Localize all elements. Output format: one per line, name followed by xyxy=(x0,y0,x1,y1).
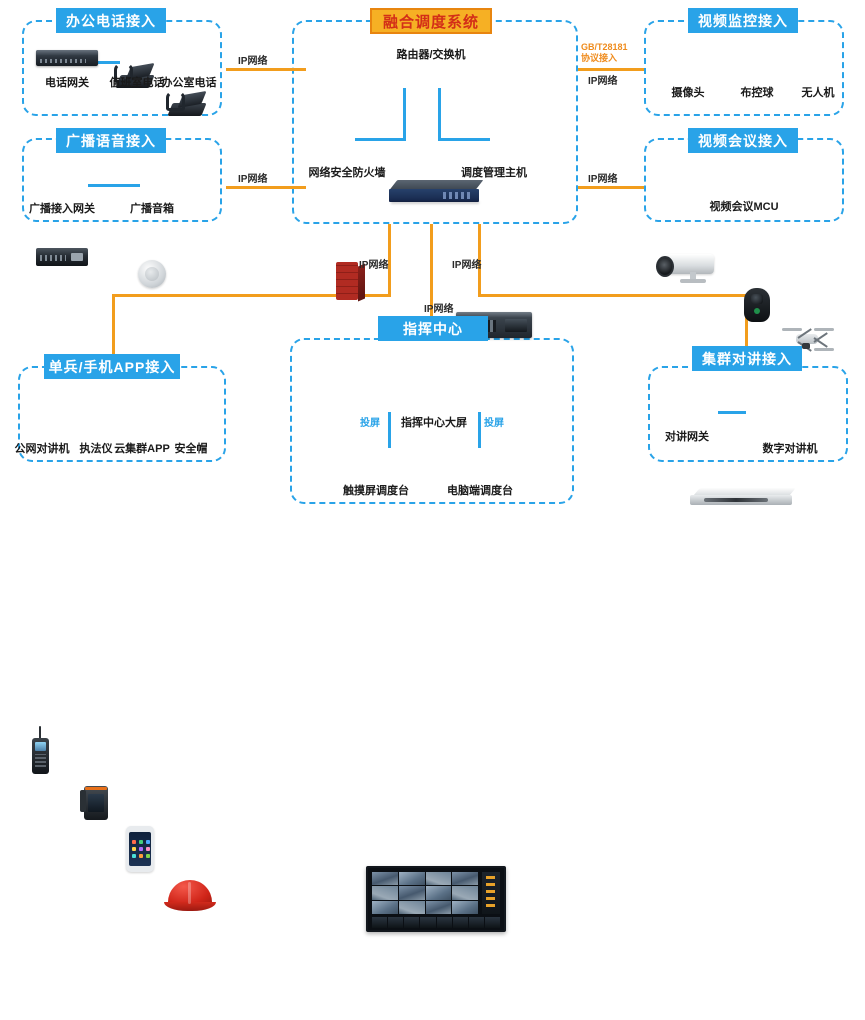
link-line-conference xyxy=(578,186,644,189)
body-camera-icon xyxy=(80,782,112,826)
link-line-phone-gateway xyxy=(98,61,120,64)
link-line-right-drop xyxy=(478,224,481,296)
desk-phone-icon xyxy=(114,60,158,88)
link-line-router-firewall-v xyxy=(403,88,406,140)
device-label-broadcast-gateway: 广播接入网关 xyxy=(29,203,95,215)
link-label-conference: IP网络 xyxy=(588,174,618,185)
group-title-broadcast-voice: 广播语音接入 xyxy=(56,128,166,153)
link-line-cast-pc xyxy=(478,412,481,448)
link-label-office-phone: IP网络 xyxy=(238,56,268,67)
gbt-protocol-line2: 协议接入 xyxy=(581,53,618,63)
group-video-surveillance xyxy=(644,20,844,116)
router-switch-icon xyxy=(388,180,484,206)
device-label-digital-radio: 数字对讲机 xyxy=(762,443,818,455)
link-label-gbt-protocol: GB/T28181 协议接入 xyxy=(581,42,628,64)
link-label-broadcast: IP网络 xyxy=(238,174,268,185)
smartphone-icon xyxy=(126,826,154,872)
device-label-mcu: 视频会议MCU xyxy=(709,201,779,213)
rack-gateway-icon xyxy=(36,50,98,66)
device-label-router-switch: 路由器/交换机 xyxy=(396,49,466,61)
device-label-phone-gateway: 电话网关 xyxy=(45,77,89,89)
group-title-video-conference: 视频会议接入 xyxy=(688,128,798,153)
device-label-office-phone: 办公室电话 xyxy=(161,77,217,89)
link-label-cast-touch: 投屏 xyxy=(360,418,380,429)
broadcast-gateway-icon xyxy=(36,248,88,266)
bullet-camera-icon xyxy=(654,248,722,286)
link-label-command-center: IP网络 xyxy=(424,304,454,315)
group-title-fusion-dispatch-system: 融合调度系统 xyxy=(370,8,492,34)
link-line-broadcast-gateway xyxy=(88,184,140,187)
link-label-trunking: IP网络 xyxy=(452,260,482,271)
link-line-router-firewall-h xyxy=(355,138,406,141)
link-drop-trunking xyxy=(745,294,748,356)
device-label-broadcast-speaker: 广播音箱 xyxy=(130,203,174,215)
group-title-mobile-app: 单兵/手机APP接入 xyxy=(44,354,180,379)
ptz-ball-camera-icon xyxy=(744,288,770,324)
group-title-trunking-intercom: 集群对讲接入 xyxy=(692,346,802,371)
device-label-ptz-ball: 布控球 xyxy=(740,87,774,99)
link-bus-right xyxy=(478,294,748,297)
link-line-router-server-h xyxy=(438,138,490,141)
link-line-left-drop xyxy=(388,224,391,296)
device-label-touch-console: 触摸屏调度台 xyxy=(343,485,409,497)
link-label-mobile-app: IP网络 xyxy=(359,260,389,271)
device-label-law-recorder: 执法仪 xyxy=(79,443,113,455)
handheld-radio-icon xyxy=(30,726,52,776)
device-label-safety-helmet: 安全帽 xyxy=(174,443,208,455)
device-label-firewall: 网络安全防火墙 xyxy=(308,167,386,179)
ceiling-speaker-icon xyxy=(138,260,166,288)
link-line-router-server-v xyxy=(438,88,441,140)
link-line-broadcast xyxy=(226,186,306,189)
device-label-intercom-gateway: 对讲网关 xyxy=(665,431,709,443)
link-drop-mobile-app xyxy=(112,294,115,356)
group-title-video-surveillance: 视频监控接入 xyxy=(688,8,798,33)
device-label-duty-phone: 值班室电话 xyxy=(109,77,165,89)
video-wall-icon xyxy=(366,866,506,932)
device-label-public-radio: 公网对讲机 xyxy=(14,443,70,455)
device-label-video-wall: 指挥中心大屏 xyxy=(401,417,467,429)
network-topology-diagram: IP网络 IP网络 GB/T28181 协议接入 IP网络 IP网络 IP网络 … xyxy=(14,8,848,932)
link-line-intercom-gateway xyxy=(718,411,746,414)
device-label-dispatch-host: 调度管理主机 xyxy=(461,167,527,179)
link-label-cast-pc: 投屏 xyxy=(484,418,504,429)
link-bus-left xyxy=(112,294,391,297)
group-title-office-phone: 办公电话接入 xyxy=(56,8,166,33)
device-label-cloud-app: 云集群APP xyxy=(114,443,170,455)
link-label-surveillance: IP网络 xyxy=(588,76,618,87)
firewall-icon xyxy=(336,262,365,302)
desk-phone-icon-2 xyxy=(166,88,210,116)
group-title-command-center: 指挥中心 xyxy=(378,316,488,341)
device-label-drone: 无人机 xyxy=(801,87,835,99)
safety-helmet-icon xyxy=(164,878,218,914)
link-line-center-drop xyxy=(430,224,433,328)
gbt-protocol-line1: GB/T28181 xyxy=(581,42,628,52)
link-drop-command-center xyxy=(430,294,433,328)
mcu-icon xyxy=(690,488,800,510)
link-line-cast-touch xyxy=(388,412,391,448)
link-line-surveillance xyxy=(578,68,644,71)
device-label-camera: 摄像头 xyxy=(671,87,705,99)
link-line-office-phone xyxy=(226,68,306,71)
device-label-pc-console: 电脑端调度台 xyxy=(447,485,513,497)
